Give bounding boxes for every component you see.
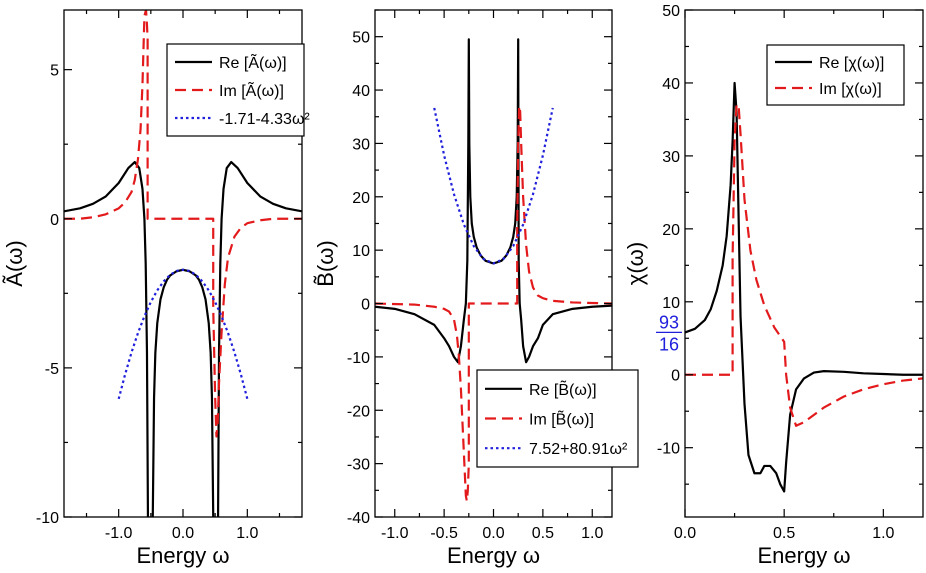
x-tick-label: 0.0 [482, 525, 504, 542]
x-tick-label: 1.0 [581, 525, 603, 542]
y-tick-label: 30 [662, 149, 680, 166]
plot-area [64, 10, 302, 517]
legend-label: -1.71-4.33ω² [219, 111, 310, 128]
series-line-1 [685, 81, 923, 493]
x-tick-label: -1.0 [105, 525, 133, 542]
y-tick-label: -10 [657, 441, 680, 458]
y-tick-label: -30 [347, 457, 370, 474]
x-axis-label: Energy ω [447, 543, 540, 568]
legend-label: Re [B̃(ω)] [529, 379, 597, 399]
y-axis-label: Ã(ω) [2, 240, 27, 287]
legend-label: Im [B̃(ω)] [529, 409, 594, 429]
y-tick-label: -10 [347, 350, 370, 367]
legend: Re [χ(ω)] Im [χ(ω)] [766, 44, 905, 106]
y-tick-label: 40 [662, 76, 680, 93]
y-tick-label: -20 [347, 403, 370, 420]
legend-label: Im [Ã(ω)] [219, 80, 284, 100]
series-line-2 [375, 104, 612, 503]
y-tick-label: 0 [361, 297, 370, 314]
y-tick-label: -40 [347, 510, 370, 527]
x-axis-label: Energy ω [137, 543, 230, 568]
series-line-3 [117, 268, 249, 400]
series-line-2 [64, 10, 302, 438]
y-tick-label: 10 [662, 295, 680, 312]
x-tick-label: 0.5 [773, 525, 795, 542]
x-tick-label: 0.0 [674, 525, 696, 542]
series-line-3 [433, 107, 554, 265]
plot-area [685, 81, 923, 493]
legend-label: 7.52+80.91ω² [529, 441, 628, 458]
plot-frame [684, 9, 924, 518]
legend-box [166, 43, 305, 137]
x-tick-label: 0.0 [172, 525, 194, 542]
legend-label: Re [Ã(ω)] [219, 52, 287, 72]
legend-label: Im [χ(ω)] [819, 81, 882, 98]
annotation-denominator: 16 [659, 334, 679, 354]
y-tick-label: 30 [352, 136, 370, 153]
legend: Re [B̃(ω)] Im [B̃(ω)] 7.52+80.91ω² [476, 369, 639, 468]
y-tick-label: 20 [352, 190, 370, 207]
plot-area [375, 38, 612, 503]
y-tick-label: 20 [662, 222, 680, 239]
y-tick-label: -10 [36, 510, 59, 527]
y-axis-label: B̃(ω) [313, 240, 338, 287]
annotation-numerator: 93 [659, 312, 679, 332]
x-tick-label: 1.0 [236, 525, 258, 542]
y-tick-label: 5 [50, 63, 59, 80]
x-tick-label: -0.5 [430, 525, 458, 542]
y-tick-label: 10 [352, 243, 370, 260]
legend-label: Re [χ(ω)] [819, 55, 884, 72]
legend: Re [Ã(ω)] Im [Ã(ω)] -1.71-4.33ω² [166, 43, 310, 137]
y-tick-label: 50 [352, 30, 370, 47]
x-tick-label: 1.0 [872, 525, 894, 542]
y-tick-label: -5 [45, 361, 59, 378]
x-tick-label: 0.5 [532, 525, 554, 542]
chart-panel-2: -1.0 -0.5 0.0 0.5 1.0 50 40 30 20 10 0 -10 -20 -30 -40… [313, 9, 639, 568]
y-axis-label: χ(ω) [623, 242, 648, 285]
legend-box [766, 44, 905, 106]
y-tick-label: 50 [662, 3, 680, 20]
y-tick-label: 40 [352, 83, 370, 100]
x-tick-label: -1.0 [381, 525, 409, 542]
y-tick-label: 0 [671, 368, 680, 385]
y-tick-label: 0 [50, 212, 59, 229]
series-line-2 [685, 103, 923, 427]
series-line-1 [375, 38, 612, 364]
x-axis-label: Energy ω [758, 543, 851, 568]
